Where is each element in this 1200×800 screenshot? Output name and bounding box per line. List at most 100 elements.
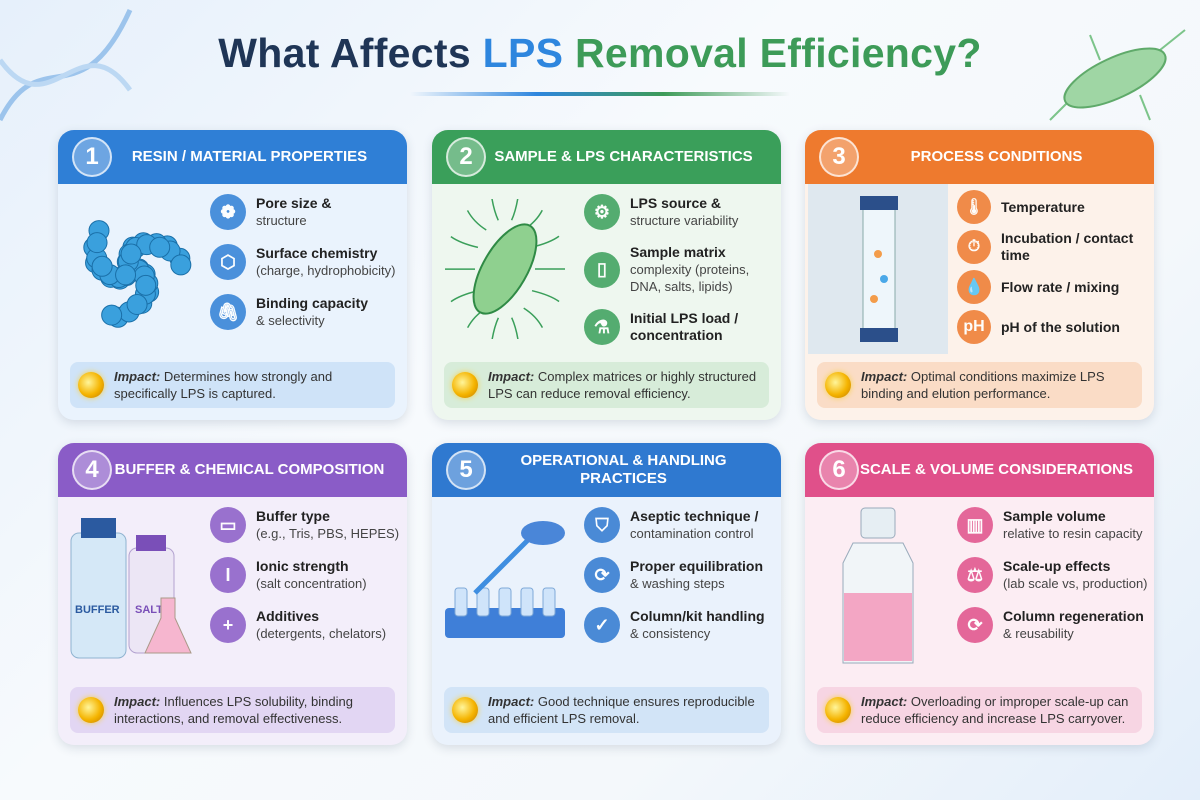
- card-header: 4Buffer & Chemical Composition: [58, 443, 407, 497]
- title-part-3: Removal Efficiency?: [563, 30, 982, 76]
- card-illustration: [805, 184, 950, 354]
- factor-subtitle: & reusability: [1003, 626, 1074, 641]
- impact-box: Impact: Good technique ensures reproduci…: [444, 687, 769, 733]
- resin-beads-image: [82, 220, 191, 328]
- factor-subtitle: (charge, hydrophobicity): [256, 263, 396, 278]
- card-process-conditions: 3Process Conditions 🌡Temperature⏱Incubat…: [805, 130, 1154, 420]
- timer-icon: ⏱: [957, 230, 991, 264]
- factor-title: Column regeneration: [1003, 608, 1144, 624]
- factor-title: Column/kit handling: [630, 608, 765, 624]
- hexagon-icon: ⬡: [210, 244, 246, 280]
- card-number: 2: [446, 137, 486, 177]
- factor-title: Flow rate / mixing: [1001, 278, 1120, 295]
- factor-item: ⚖ Scale-up effects (lab scale vs, producti…: [957, 557, 1148, 593]
- factor-title: Buffer type: [256, 508, 330, 524]
- factor-item: ▭ Buffer type (e.g., Tris, PBS, HEPES): [210, 507, 401, 543]
- impact-label: Impact:: [114, 369, 161, 384]
- lightbulb-icon: [78, 697, 104, 723]
- card-heading: Buffer & Chemical Composition: [114, 461, 385, 478]
- droplet-icon: 💧: [957, 270, 991, 304]
- factor-item: ⟳ Proper equilibration & washing steps: [584, 557, 775, 593]
- bacterium-icon: [1049, 29, 1186, 121]
- impact-text: Good technique ensures reproducible and …: [488, 694, 755, 726]
- card-header: 6Scale & Volume Considerations: [805, 443, 1154, 497]
- thermometer-icon-glyph: 🌡: [963, 199, 985, 216]
- factor-subtitle: (lab scale vs, production): [1003, 576, 1148, 591]
- card-buffer-chemical-composition: 4Buffer & Chemical Composition BUFFER SAL…: [58, 443, 407, 745]
- test-tube-icon: ▯: [584, 251, 620, 288]
- title-underline: [410, 92, 790, 96]
- title-part-2: LPS: [482, 30, 564, 76]
- droplet-icon-glyph: 💧: [964, 279, 984, 296]
- factor-item: 💧 Flow rate / mixing: [957, 270, 1148, 304]
- sample-bottle-image: [842, 507, 913, 664]
- factor-item: pH pH of the solution: [957, 310, 1148, 344]
- factor-list: 🌡 Temperature ⏱Incubation / contact time 💧 F…: [957, 190, 1148, 350]
- factor-title: Initial LPS load / concentration: [630, 310, 739, 343]
- factor-item: ⚗ Initial LPS load / concentration: [584, 309, 775, 345]
- page-title: What Affects LPS Removal Efficiency?: [0, 30, 1200, 77]
- flask-icon-glyph: ⚗: [593, 316, 611, 337]
- title-part-1: What Affects: [218, 30, 483, 76]
- bacterium-image: [444, 199, 565, 339]
- factor-subtitle: (e.g., Tris, PBS, HEPES): [256, 526, 400, 541]
- factor-item: 🖇Binding capacity& selectivity: [210, 294, 401, 330]
- factor-title: Proper equilibration: [630, 558, 764, 574]
- card-heading: Scale & Volume Considerations: [859, 461, 1134, 478]
- test-tube-icon-glyph: ▯: [597, 259, 607, 279]
- pipette-tube-rack-image: [444, 521, 565, 638]
- factor-title: Surface chemistry: [256, 245, 378, 261]
- timer-icon-glyph: ⏱: [967, 238, 981, 255]
- card-illustration: [432, 184, 577, 354]
- factor-item: ⚙LPS source &structure variability: [584, 194, 775, 230]
- folder-icon-glyph: ▭: [219, 514, 237, 535]
- factor-item: 🌡 Temperature: [957, 190, 1148, 224]
- card-number: 1: [72, 137, 112, 177]
- factor-title: Temperature: [1001, 198, 1085, 215]
- ph-icon: pH: [957, 310, 991, 344]
- factor-subtitle: (salt concentration): [256, 576, 367, 591]
- thermometer-icon: 🌡: [957, 190, 991, 224]
- scale-icon: ⚖: [957, 557, 993, 593]
- card-illustration: [805, 497, 950, 679]
- folder-icon: ▭: [210, 507, 246, 543]
- factor-title: Aseptic technique /: [630, 508, 759, 524]
- factor-subtitle: contamination control: [630, 526, 754, 541]
- buffer-label: BUFFER: [75, 604, 120, 616]
- impact-label: Impact:: [488, 694, 535, 709]
- card-sample-lps-characteristics: 2Sample & LPS Characteristics ⚙LPS sourc…: [432, 130, 781, 420]
- impact-box: Impact: Influences LPS solubility, bindi…: [70, 687, 395, 733]
- factor-item: ⛉Aseptic technique /contamination contro…: [584, 507, 775, 543]
- plus-icon-glyph: +: [222, 614, 234, 635]
- check-icon: ✓: [584, 607, 620, 643]
- factor-title: Scale-up effects: [1003, 558, 1111, 574]
- factor-subtitle: relative to resin capacity: [1003, 526, 1143, 541]
- buffer-bottles-image: BUFFER SALT: [70, 518, 192, 659]
- plus-icon: +: [210, 607, 246, 643]
- factor-title: LPS source &: [630, 195, 722, 211]
- paperclip-icon-glyph: 🖇: [216, 301, 240, 322]
- factor-title: pH of the solution: [1001, 318, 1120, 335]
- card-number: 6: [819, 450, 859, 490]
- paperclip-icon: 🖇: [210, 294, 246, 330]
- impact-text: Complex matrices or highly structured LP…: [488, 369, 757, 401]
- factor-title: Ionic strength: [256, 558, 349, 574]
- refresh-icon-glyph: ⟳: [594, 564, 610, 585]
- factor-subtitle: & consistency: [630, 626, 711, 641]
- card-number: 5: [446, 450, 486, 490]
- card-scale-volume-considerations: 6Scale & Volume Considerations ▥Sample v…: [805, 443, 1154, 745]
- factor-list: ❁Pore size &structure⬡Surface chemistry(…: [210, 194, 401, 344]
- factor-subtitle: & washing steps: [630, 576, 725, 591]
- lightbulb-icon: [825, 372, 851, 398]
- gear-icon-glyph: ⚙: [593, 201, 611, 222]
- impact-box: Impact: Overloading or improper scale-up…: [817, 687, 1142, 733]
- salt-label: SALT: [135, 604, 163, 616]
- factor-item: ⏱Incubation / contact time: [957, 230, 1148, 264]
- impact-text: Overloading or improper scale-up can red…: [861, 694, 1129, 726]
- card-heading: Process Conditions: [910, 148, 1083, 165]
- impact-label: Impact:: [488, 369, 535, 384]
- factor-title: Sample volume: [1003, 508, 1106, 524]
